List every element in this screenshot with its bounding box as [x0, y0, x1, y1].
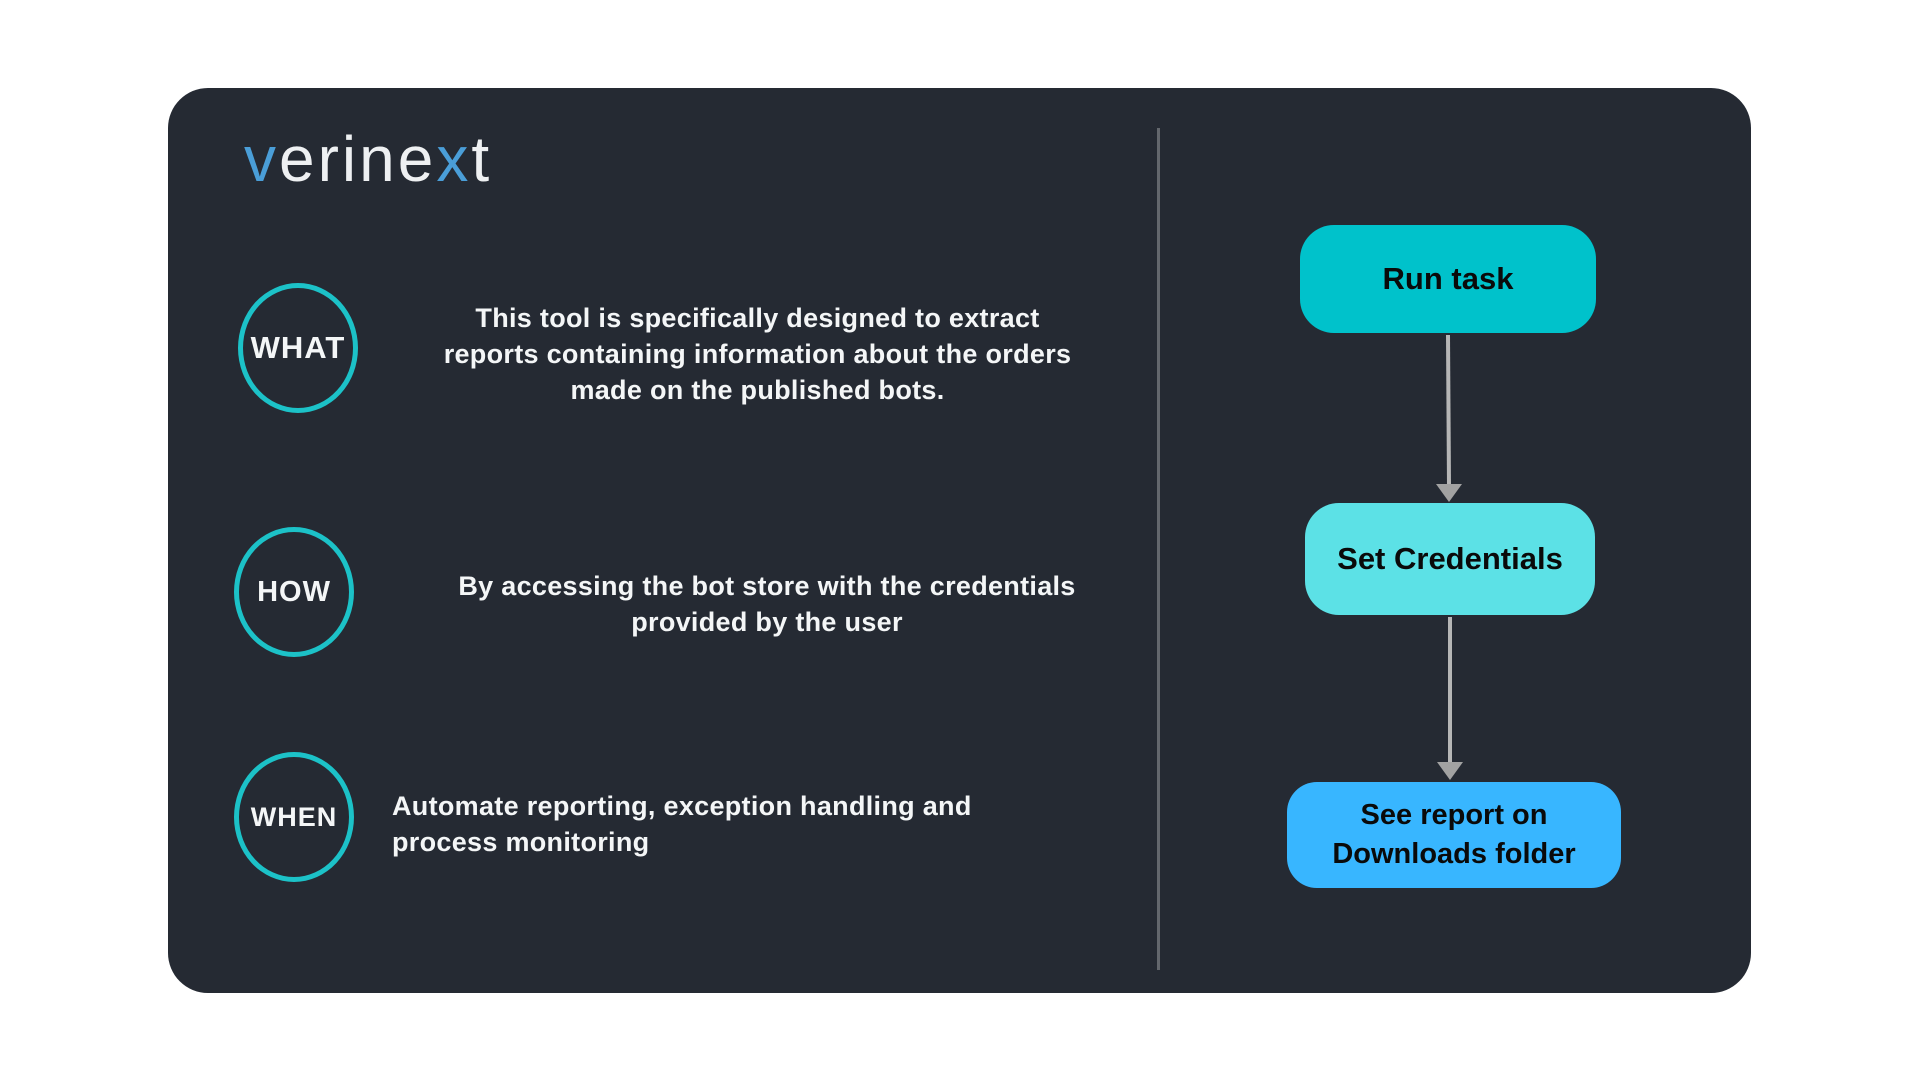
flow-step-run-task: Run task — [1300, 225, 1596, 333]
flow-step-label: Run task — [1382, 261, 1514, 296]
flow-step-label: Set Credentials — [1337, 541, 1563, 576]
how-text-line: By accessing the bot store with the cred… — [458, 571, 1076, 601]
when-label: WHEN — [250, 801, 338, 832]
logo-letter-t: t — [471, 123, 493, 195]
flow-step-label-line: Downloads folder — [1332, 838, 1576, 870]
when-description: Automate reporting, exception handling a… — [392, 788, 1092, 860]
what-label: WHAT — [250, 330, 346, 365]
arrow-line-1 — [1446, 334, 1451, 487]
what-text-line: reports containing information about the… — [443, 339, 1072, 369]
what-text-line: This tool is specifically designed to ex… — [475, 303, 1040, 333]
flow-step-see-report: See report on Downloads folder — [1287, 782, 1621, 888]
flow-step-set-credentials: Set Credentials — [1305, 503, 1595, 615]
how-description: By accessing the bot store with the cred… — [397, 568, 1137, 640]
what-circle: WHAT — [238, 283, 358, 413]
how-circle: HOW — [234, 527, 354, 657]
what-text-line: made on the published bots. — [570, 375, 945, 405]
logo-letter-v: v — [244, 123, 279, 195]
what-description: This tool is specifically designed to ex… — [390, 300, 1125, 408]
how-label: HOW — [257, 575, 331, 608]
verinext-logo: verinext — [244, 122, 492, 196]
when-circle: WHEN — [234, 752, 354, 882]
how-text-line: provided by the user — [631, 607, 903, 637]
dark-card: verinext WHAT This tool is specifically … — [168, 88, 1751, 993]
flow-step-label-line: See report on — [1360, 799, 1548, 831]
logo-letter-x: x — [436, 123, 472, 195]
when-text-line: process monitoring — [392, 827, 650, 857]
vertical-divider — [1157, 128, 1160, 970]
logo-letters-erine: erine — [279, 123, 437, 195]
arrow-head-1 — [1436, 484, 1462, 502]
arrow-head-2 — [1437, 762, 1463, 780]
when-text-line: Automate reporting, exception handling a… — [392, 791, 972, 821]
